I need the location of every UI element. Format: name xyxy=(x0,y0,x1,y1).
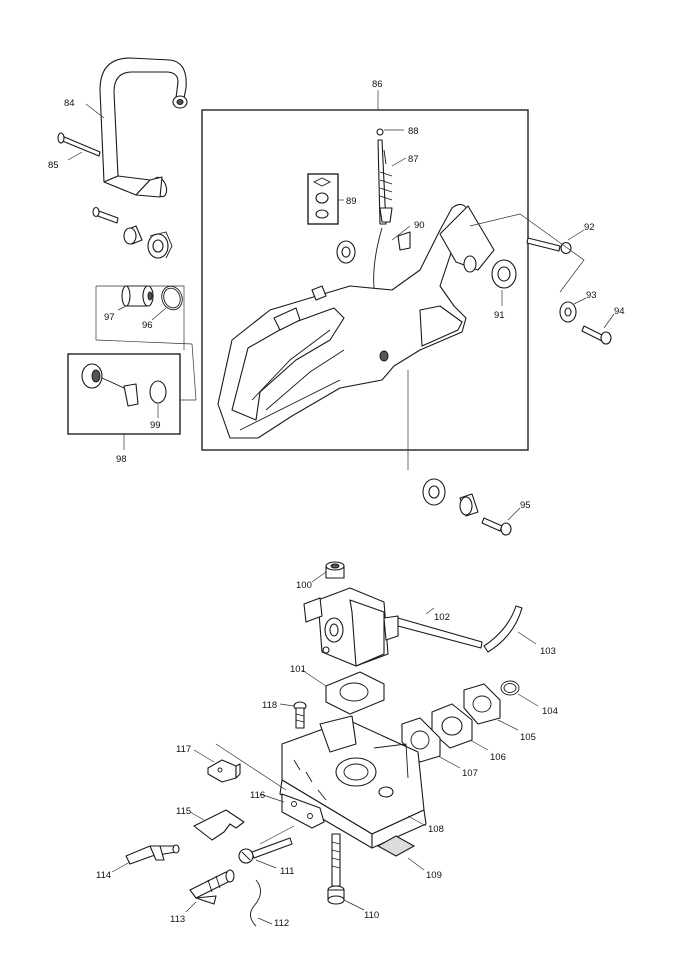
callout-99: 99 xyxy=(150,420,161,431)
bolt-94-part xyxy=(581,325,612,345)
pad-109-part xyxy=(376,835,416,857)
callout-84: 84 xyxy=(64,98,75,109)
throttle-cable-part xyxy=(373,227,383,289)
fuel-hose-part xyxy=(397,617,483,649)
bolt-110-part xyxy=(327,833,345,905)
right-bushing-part xyxy=(491,259,517,289)
callout-100: 100 xyxy=(296,580,312,591)
bracket-117-part xyxy=(207,759,241,783)
rear-handle-part xyxy=(217,203,495,439)
callout-111: 111 xyxy=(280,866,294,877)
cap-100-part xyxy=(325,561,345,579)
callout-86: 86 xyxy=(372,79,383,90)
callout-110: 110 xyxy=(364,910,379,921)
left-mount-parts xyxy=(92,206,173,259)
lever-113-part xyxy=(189,869,235,905)
rear-handle-assembly-box xyxy=(201,109,529,451)
handle-bolt-part xyxy=(57,132,101,157)
callout-105: 105 xyxy=(520,732,536,743)
callout-93: 93 xyxy=(586,290,597,301)
impulse-hose-part xyxy=(483,605,523,653)
callout-97: 97 xyxy=(104,312,115,323)
callout-98: 98 xyxy=(116,454,127,465)
callout-116: 116 xyxy=(250,790,265,801)
callout-107: 107 xyxy=(462,768,478,779)
callout-92: 92 xyxy=(584,222,595,233)
callout-91: 91 xyxy=(494,310,505,321)
callout-96: 96 xyxy=(142,320,153,331)
gasket-105-part xyxy=(463,683,501,725)
callout-103: 103 xyxy=(540,646,556,657)
callout-95: 95 xyxy=(520,500,531,511)
callout-106: 106 xyxy=(490,752,506,763)
callout-85: 85 xyxy=(48,160,59,171)
callout-87: 87 xyxy=(408,154,419,165)
screw-111-part xyxy=(238,837,293,864)
inner-bushing-part xyxy=(336,240,356,264)
callout-104: 104 xyxy=(542,706,558,717)
insulator-106-part xyxy=(431,703,473,749)
callout-117: 117 xyxy=(176,744,191,755)
callout-115: 115 xyxy=(176,806,191,817)
callout-94: 94 xyxy=(614,306,625,317)
bolt-118-part xyxy=(293,701,307,729)
callout-108: 108 xyxy=(428,824,444,835)
callout-90: 90 xyxy=(414,220,425,231)
o-ring-part xyxy=(500,680,520,696)
spring-112-part xyxy=(250,879,261,927)
gasket-101-part xyxy=(325,671,385,715)
callout-88: 88 xyxy=(408,126,419,137)
small-parts-box xyxy=(307,173,339,225)
bracket-116-part xyxy=(281,793,325,829)
callout-118: 118 xyxy=(262,700,277,711)
throttle-rod-part xyxy=(376,128,393,225)
callout-89: 89 xyxy=(346,196,357,207)
callout-114: 114 xyxy=(96,870,111,881)
plate-115-part xyxy=(193,809,245,841)
callout-labels: 84 85 86 87 88 89 90 91 92 93 94 95 96 9… xyxy=(48,79,625,929)
callout-109: 109 xyxy=(426,870,442,881)
clip-part xyxy=(161,285,183,311)
callout-102: 102 xyxy=(434,612,450,623)
washer-part xyxy=(559,301,577,323)
cap-assembly-part xyxy=(81,363,167,407)
fuel-cap-part xyxy=(121,285,154,307)
carburetor-part xyxy=(303,587,399,667)
arm-114-part xyxy=(125,844,180,865)
callout-112: 112 xyxy=(274,918,289,929)
front-handle-part xyxy=(99,57,188,198)
lower-mount-parts xyxy=(422,478,512,536)
callout-113: 113 xyxy=(170,914,185,925)
callout-101: 101 xyxy=(290,664,306,675)
carburetor-base-part xyxy=(279,715,427,849)
